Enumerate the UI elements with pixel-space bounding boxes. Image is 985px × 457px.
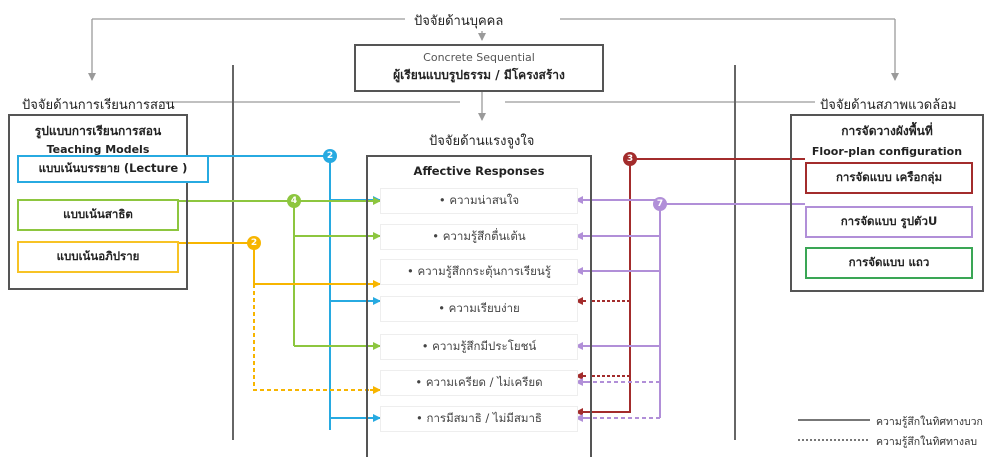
- yellow-connectors: [177, 243, 380, 390]
- badge-red: 3: [623, 152, 637, 166]
- teaching-model-discussion: แบบเน้นอภิปราย: [17, 241, 179, 273]
- floor-plan-u-shape: การจัดแบบ รูปตัวU: [805, 206, 973, 238]
- badge-yellow: 2: [247, 236, 261, 250]
- learner-type-en: Concrete Sequential: [356, 51, 602, 64]
- floor-plan-cluster: การจัดแบบ เครือกลุ่ม: [805, 162, 973, 194]
- header-individual: ปัจจัยด้านบุคคล: [408, 10, 509, 31]
- teaching-model-demonstration: แบบเน้นสาธิต: [17, 199, 179, 231]
- floor-plan-title-en: Floor-plan configuration: [792, 145, 982, 158]
- affective-item-stimulation: • ความรู้สึกกระตุ้นการเรียนรู้: [380, 259, 578, 285]
- floor-plan-title-th: การจัดวางผังพื้นที่: [792, 122, 982, 141]
- teaching-model-lecture: แบบเน้นบรรยาย (Lecture ): [17, 155, 209, 183]
- affective-item-interest: • ความน่าสนใจ: [380, 188, 578, 214]
- green-connectors: [177, 201, 380, 346]
- header-motivation: ปัจจัยด้านแรงจูงใจ: [429, 130, 534, 151]
- learner-box: Concrete Sequential ผู้เรียนแบบรูปธรรม /…: [354, 44, 604, 92]
- red-connectors: [576, 159, 805, 412]
- purple-connectors: [576, 200, 805, 418]
- floor-plan-rows: การจัดแบบ แถว: [805, 247, 973, 279]
- affective-item-stress: • ความเครียด / ไม่เครียด: [380, 370, 578, 396]
- affective-item-usefulness: • ความรู้สึกมีประโยชน์: [380, 334, 578, 360]
- affective-item-excitement: • ความรู้สึกตื่นเต้น: [380, 224, 578, 250]
- badge-purple: 7: [653, 197, 667, 211]
- learner-type-th: ผู้เรียนแบบรูปธรรม / มีโครงสร้าง: [356, 66, 602, 85]
- teaching-models-title-th: รูปแบบการเรียนการสอน: [10, 122, 186, 141]
- legend-positive: ความรู้สึกในทิศทางบวก: [876, 413, 983, 430]
- header-teaching: ปัจจัยด้านการเรียนการสอน: [22, 94, 175, 115]
- affective-item-concentration: • การมีสมาธิ / ไม่มีสมาธิ: [380, 406, 578, 432]
- badge-green: 4: [287, 194, 301, 208]
- header-environment: ปัจจัยด้านสภาพแวดล้อม: [820, 94, 957, 115]
- badge-blue: 2: [323, 149, 337, 163]
- affective-responses-title: Affective Responses: [368, 164, 590, 178]
- affective-item-simplicity: • ความเรียบง่าย: [380, 296, 578, 322]
- legend-negative: ความรู้สึกในทิศทางลบ: [876, 433, 977, 450]
